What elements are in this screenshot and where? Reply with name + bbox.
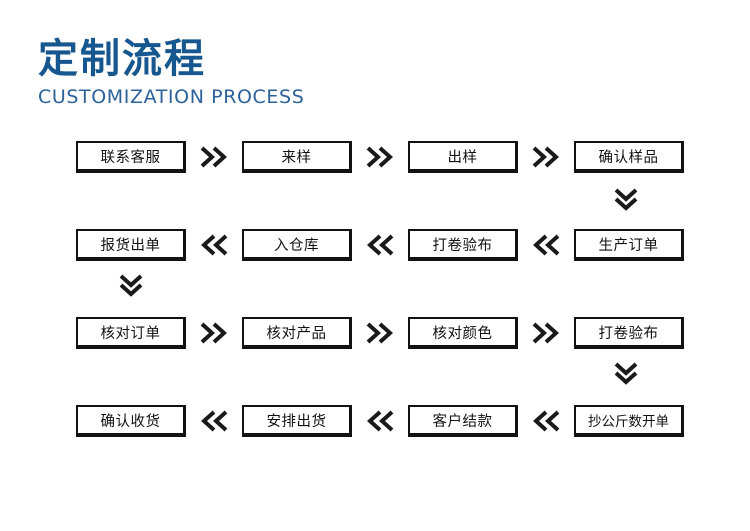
connector-slot (186, 234, 242, 256)
chevron-double-left-icon (533, 234, 560, 256)
chevron-double-right-icon (366, 146, 393, 168)
flow-node-roll-inspect-fabric-2[interactable]: 打卷验布 (574, 317, 684, 349)
chevron-double-right-icon (532, 322, 559, 344)
connector-slot (186, 322, 242, 344)
flow-node-warehouse-in[interactable]: 入仓库 (242, 229, 352, 261)
chevron-double-right-icon (366, 322, 393, 344)
chevron-double-right-icon (200, 146, 227, 168)
node-slot: 核对产品 (242, 317, 352, 349)
connector-slot (518, 146, 574, 168)
chevron-double-left-icon (201, 410, 228, 432)
vertical-connector-right-2 (612, 361, 640, 385)
vertical-connector-left-1 (117, 273, 145, 297)
node-slot: 核对订单 (76, 317, 186, 349)
node-slot: 出样 (408, 141, 518, 173)
node-slot: 打卷验布 (408, 229, 518, 261)
chevron-double-right-icon (532, 146, 559, 168)
flow-row-4: 确认收货 安排出货 客户结款 抄公斤数开单 (0, 397, 750, 445)
flow-gap-2 (0, 269, 750, 309)
chevron-double-down-icon (614, 188, 638, 211)
node-slot: 来样 (242, 141, 352, 173)
chevron-double-down-icon (119, 274, 143, 297)
flow-gap-3 (0, 357, 750, 397)
flow-node-check-product[interactable]: 核对产品 (242, 317, 352, 349)
node-slot: 核对颜色 (408, 317, 518, 349)
node-slot: 打卷验布 (574, 317, 684, 349)
flow-row-1: 联系客服 来样 出样 确认样品 (0, 133, 750, 181)
flow-node-report-issue-order[interactable]: 报货出单 (76, 229, 186, 261)
chevron-double-down-icon (614, 362, 638, 385)
flow-node-weigh-and-invoice[interactable]: 抄公斤数开单 (574, 405, 684, 437)
flow-node-confirm-receipt[interactable]: 确认收货 (76, 405, 186, 437)
page-subtitle: CUSTOMIZATION PROCESS (38, 86, 305, 108)
node-slot: 安排出货 (242, 405, 352, 437)
flow-node-sample-in[interactable]: 来样 (242, 141, 352, 173)
flow-node-production-order[interactable]: 生产订单 (574, 229, 684, 261)
node-slot: 客户结款 (408, 405, 518, 437)
connector-slot (518, 410, 574, 432)
node-slot: 确认收货 (76, 405, 186, 437)
connector-slot (352, 322, 408, 344)
connector-slot (186, 410, 242, 432)
flow-node-customer-settlement[interactable]: 客户结款 (408, 405, 518, 437)
chevron-double-left-icon (201, 234, 228, 256)
chevron-double-left-icon (367, 234, 394, 256)
connector-slot (352, 410, 408, 432)
node-slot: 入仓库 (242, 229, 352, 261)
chevron-double-right-icon (200, 322, 227, 344)
flow-node-contact-service[interactable]: 联系客服 (76, 141, 186, 173)
vertical-connector-right-1 (612, 187, 640, 211)
flow-node-check-order[interactable]: 核对订单 (76, 317, 186, 349)
node-slot: 联系客服 (76, 141, 186, 173)
chevron-double-left-icon (367, 410, 394, 432)
flow-row-2: 报货出单 入仓库 打卷验布 生产订单 (0, 221, 750, 269)
flow-node-arrange-shipment[interactable]: 安排出货 (242, 405, 352, 437)
node-slot: 确认样品 (574, 141, 684, 173)
flow-node-confirm-sample[interactable]: 确认样品 (574, 141, 684, 173)
chevron-double-left-icon (533, 410, 560, 432)
connector-slot (186, 146, 242, 168)
page-title: 定制流程 (38, 36, 206, 82)
flow-row-3: 核对订单 核对产品 核对颜色 打卷验布 (0, 309, 750, 357)
connector-slot (352, 234, 408, 256)
page-header: 定制流程 CUSTOMIZATION PROCESS (38, 38, 304, 108)
connector-slot (518, 234, 574, 256)
flow-node-roll-inspect-fabric[interactable]: 打卷验布 (408, 229, 518, 261)
flow-node-sample-out[interactable]: 出样 (408, 141, 518, 173)
node-slot: 抄公斤数开单 (574, 405, 684, 437)
node-slot: 生产订单 (574, 229, 684, 261)
flow-gap-1 (0, 181, 750, 221)
connector-slot (352, 146, 408, 168)
node-slot: 报货出单 (76, 229, 186, 261)
process-flow-diagram: 联系客服 来样 出样 确认样品 (0, 133, 750, 445)
flow-node-check-color[interactable]: 核对颜色 (408, 317, 518, 349)
connector-slot (518, 322, 574, 344)
